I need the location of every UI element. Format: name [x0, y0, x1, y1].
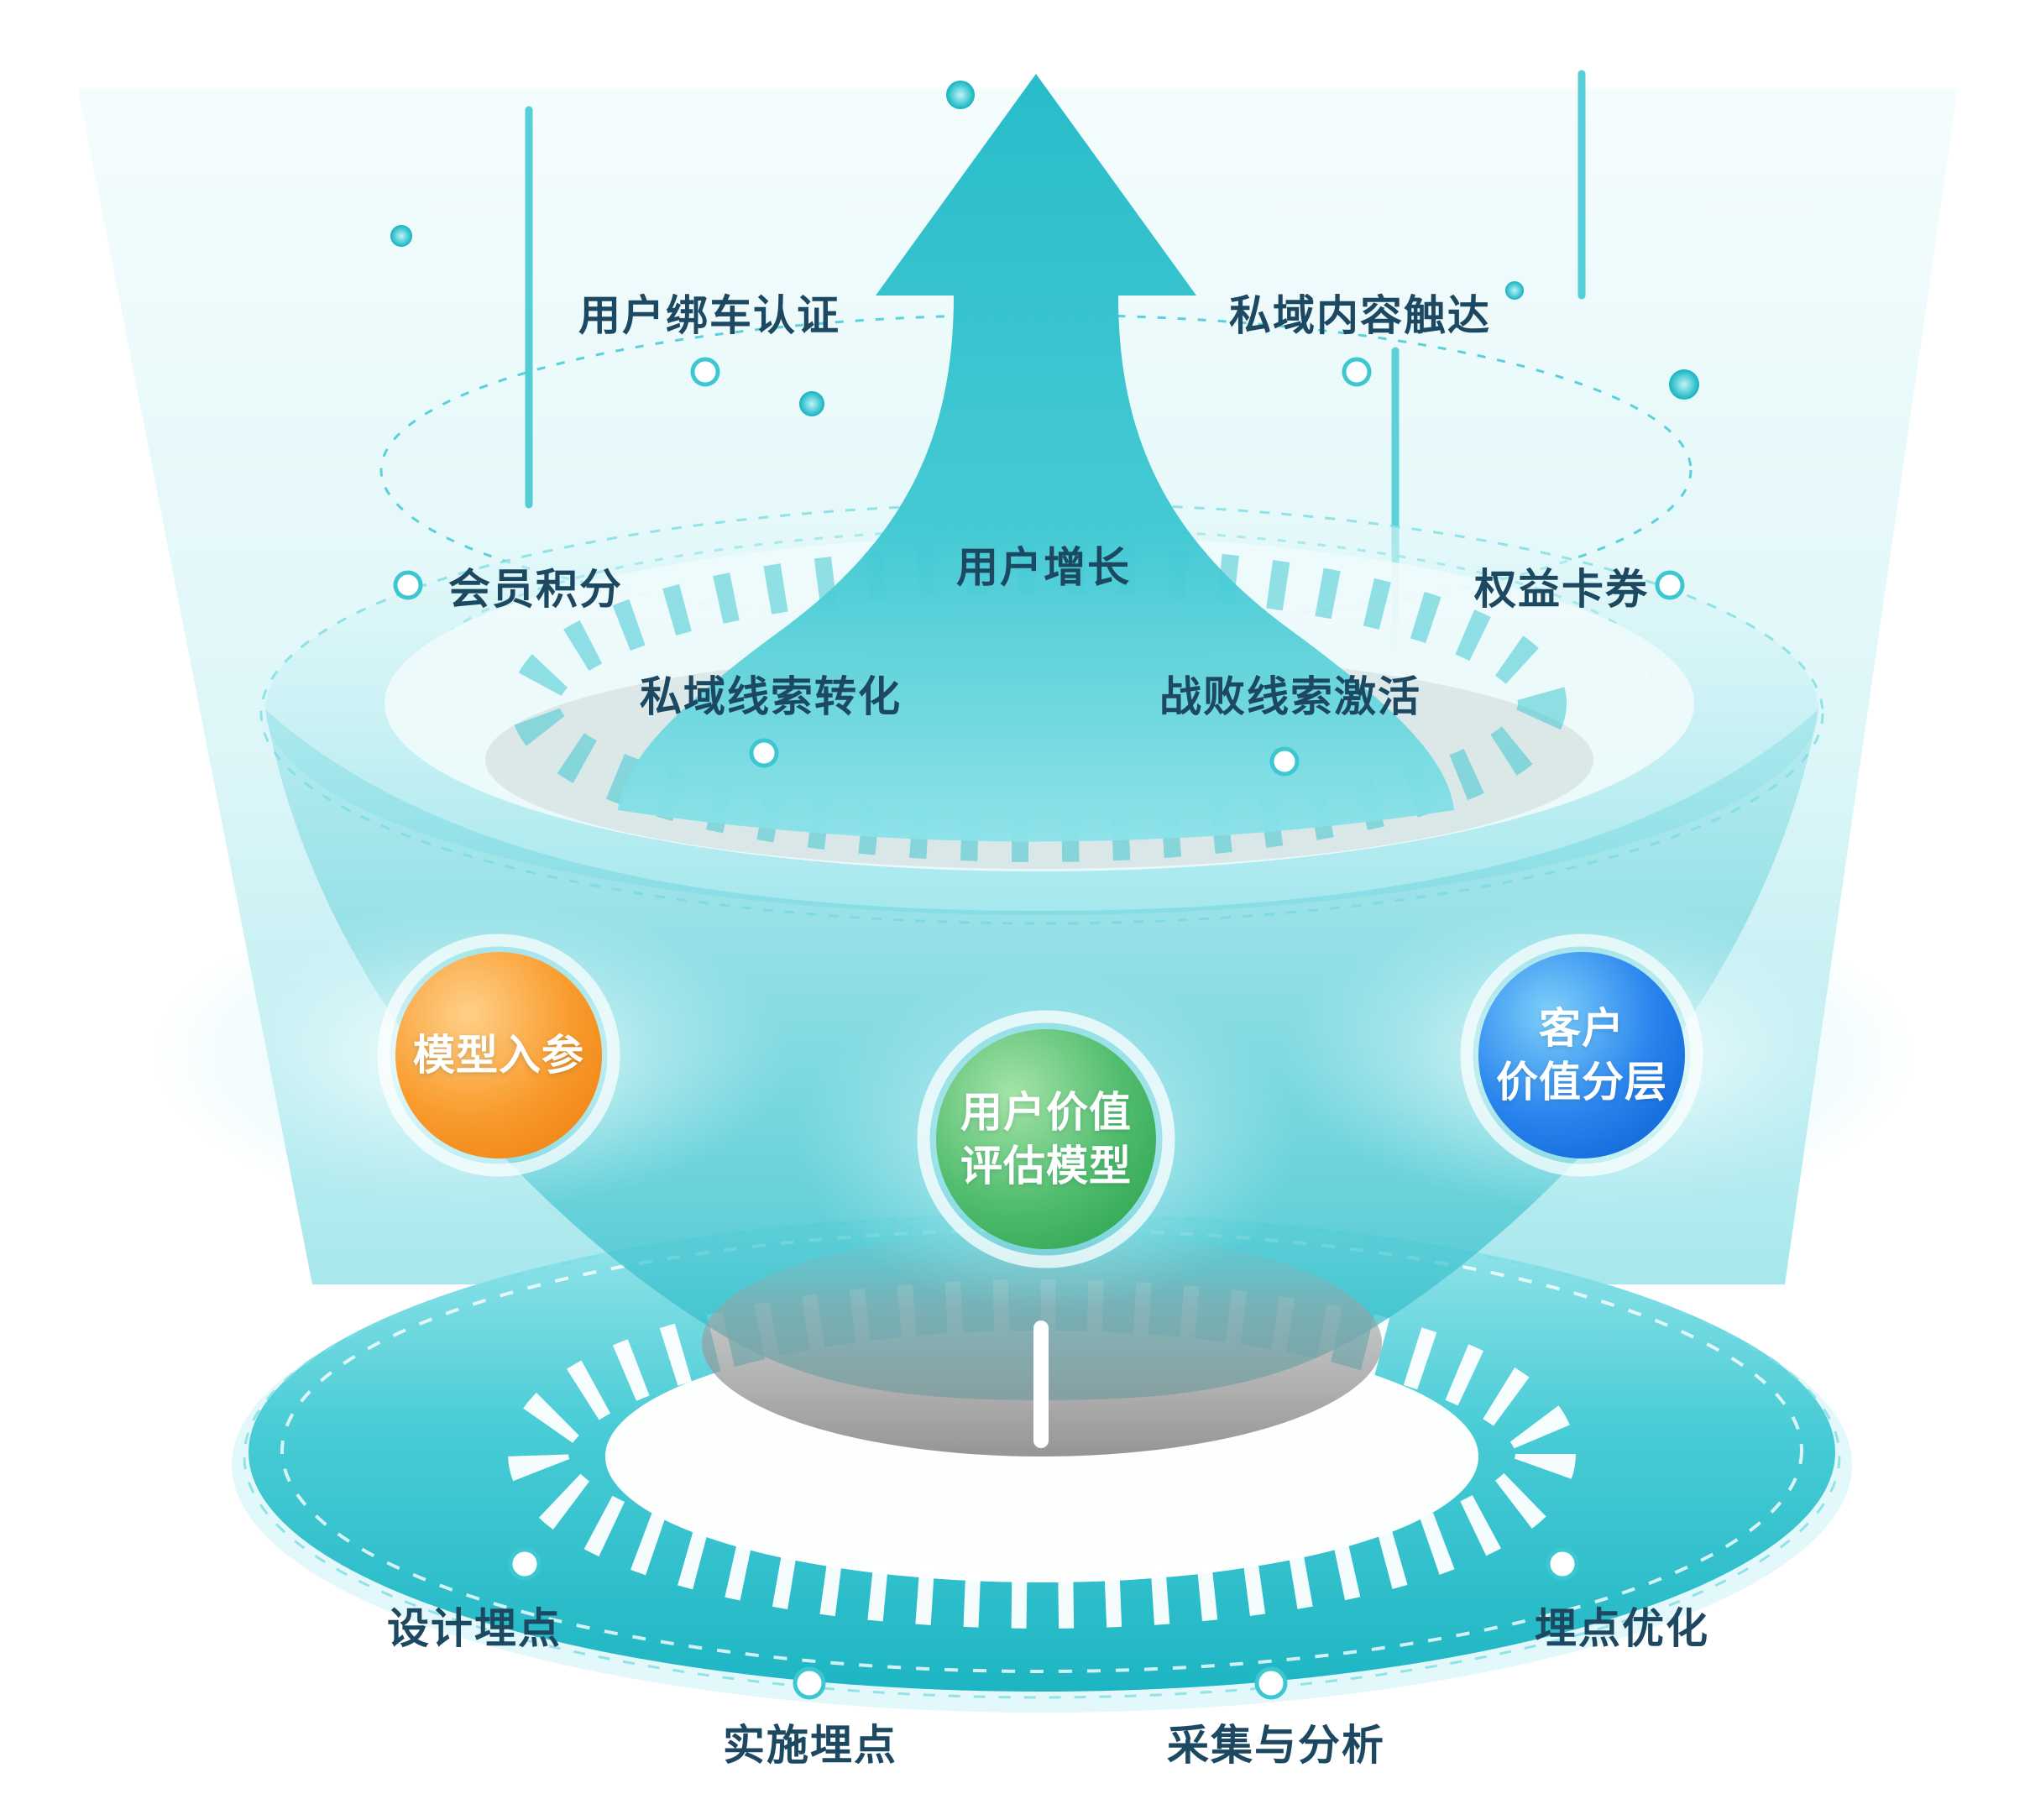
funnel-ticks-ring — [510, 545, 1567, 862]
node-dot — [1254, 1666, 1288, 1700]
node-dot — [1655, 570, 1685, 600]
decor-bubble — [946, 81, 975, 109]
core-model-halo — [917, 1010, 1175, 1268]
node-dot — [1269, 746, 1300, 777]
label-tracking-optimization: 埋点优化 — [1535, 1605, 1709, 1652]
label-core-model-line2: 评估模型 — [960, 1143, 1132, 1190]
node-dot — [508, 1547, 542, 1581]
label-core-model: 用户价值 评估模型 — [960, 1085, 1132, 1193]
node-dot — [393, 570, 423, 600]
label-customer-value: 客户 价值分层 — [1496, 1002, 1667, 1109]
label-customer-value-line2: 价值分层 — [1496, 1059, 1667, 1106]
customer-value-halo — [1460, 934, 1703, 1177]
label-model-input: 模型入参 — [413, 1032, 584, 1079]
label-private-lead-conversion: 私域线索转化 — [640, 673, 902, 720]
decor-bubble — [390, 225, 412, 247]
customer-value-circle — [1478, 952, 1685, 1158]
node-dot — [690, 357, 720, 387]
decor-bubble — [799, 391, 824, 416]
bowl-slit — [1033, 1321, 1049, 1448]
label-user-car-binding-auth: 用户绑车认证 — [578, 292, 840, 339]
decor-bubble — [1669, 369, 1699, 400]
label-implement-tracking: 实施埋点 — [723, 1722, 897, 1769]
dashed-orbit-upper — [379, 313, 1693, 627]
label-collect-analyze: 采集与分析 — [1167, 1722, 1385, 1769]
model-input-halo — [377, 934, 620, 1177]
growth-arrow — [618, 74, 1454, 842]
label-private-domain-content-reach: 私域内容触达 — [1229, 292, 1491, 339]
decor-bubble — [1505, 281, 1524, 300]
label-benefit-coupons: 权益卡券 — [1474, 566, 1649, 613]
label-customer-value-line1: 客户 — [1539, 1005, 1625, 1052]
label-member-points: 会员积分 — [448, 566, 623, 613]
node-dots — [393, 357, 1685, 1700]
model-input-circle — [395, 952, 602, 1158]
label-core-model-line1: 用户价值 — [960, 1089, 1132, 1136]
label-lost-lead-activation: 战败线索激活 — [1159, 673, 1421, 720]
node-dot — [793, 1666, 826, 1700]
node-dot — [1546, 1547, 1579, 1581]
node-dot — [1342, 357, 1372, 387]
label-design-tracking: 设计埋点 — [387, 1605, 562, 1652]
node-dot — [749, 738, 779, 768]
core-model-circle — [936, 1029, 1156, 1249]
label-user-growth: 用户增长 — [956, 544, 1131, 591]
